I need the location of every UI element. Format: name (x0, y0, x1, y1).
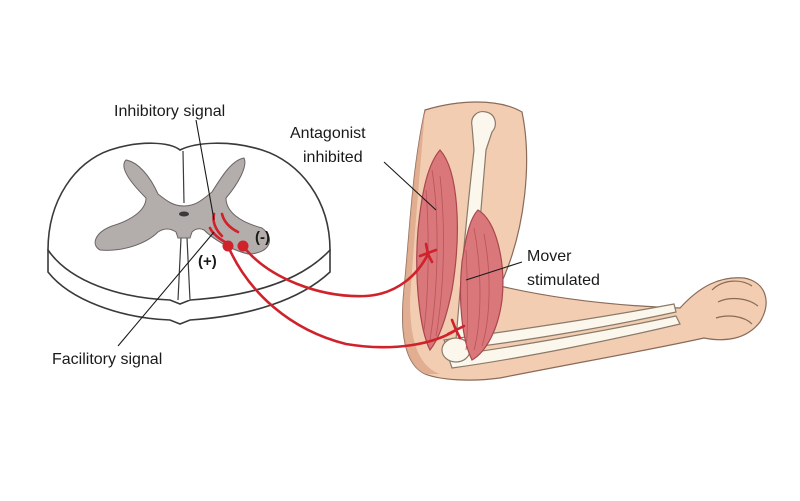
plus-sign-label: (+) (198, 253, 217, 270)
antagonist-label-line1: Antagonist (290, 125, 366, 142)
radius-bone (447, 315, 681, 369)
nerve-pathways (208, 212, 466, 349)
antagonist-leader (383, 161, 437, 211)
posterior-septum (182, 150, 185, 204)
arm-shadow (402, 110, 440, 374)
mover-label-line2: stimulated (527, 272, 600, 289)
ulna-bone (443, 303, 677, 351)
mover-muscle-striations (465, 227, 490, 351)
leader-lines (117, 119, 523, 347)
central-canal (179, 211, 189, 217)
nerve-to-antagonist (241, 244, 430, 298)
spinal-cord-section (47, 142, 331, 325)
antagonist-label-line2: inhibited (303, 149, 363, 166)
inhibitory-signal-label: Inhibitory signal (114, 103, 225, 120)
facilitory-leader (117, 231, 215, 347)
mover-leader (465, 261, 523, 281)
minus-sign-label: (-) (255, 229, 270, 246)
hand-fingers (711, 280, 759, 325)
mover-endplate (446, 318, 466, 340)
grey-matter (94, 157, 271, 255)
arm-illustration (402, 101, 767, 381)
antagonist-muscle-striations (423, 169, 444, 341)
minus-neuron (237, 240, 249, 252)
antagonist-endplate (418, 242, 438, 264)
mover-label-line1: Mover (527, 248, 572, 265)
mover-muscle (459, 209, 504, 361)
facilitory-signal-label: Facilitory signal (52, 351, 162, 368)
plus-neuron (222, 240, 234, 252)
nerve-to-mover (226, 244, 458, 349)
inhibitory-leader (195, 119, 215, 221)
